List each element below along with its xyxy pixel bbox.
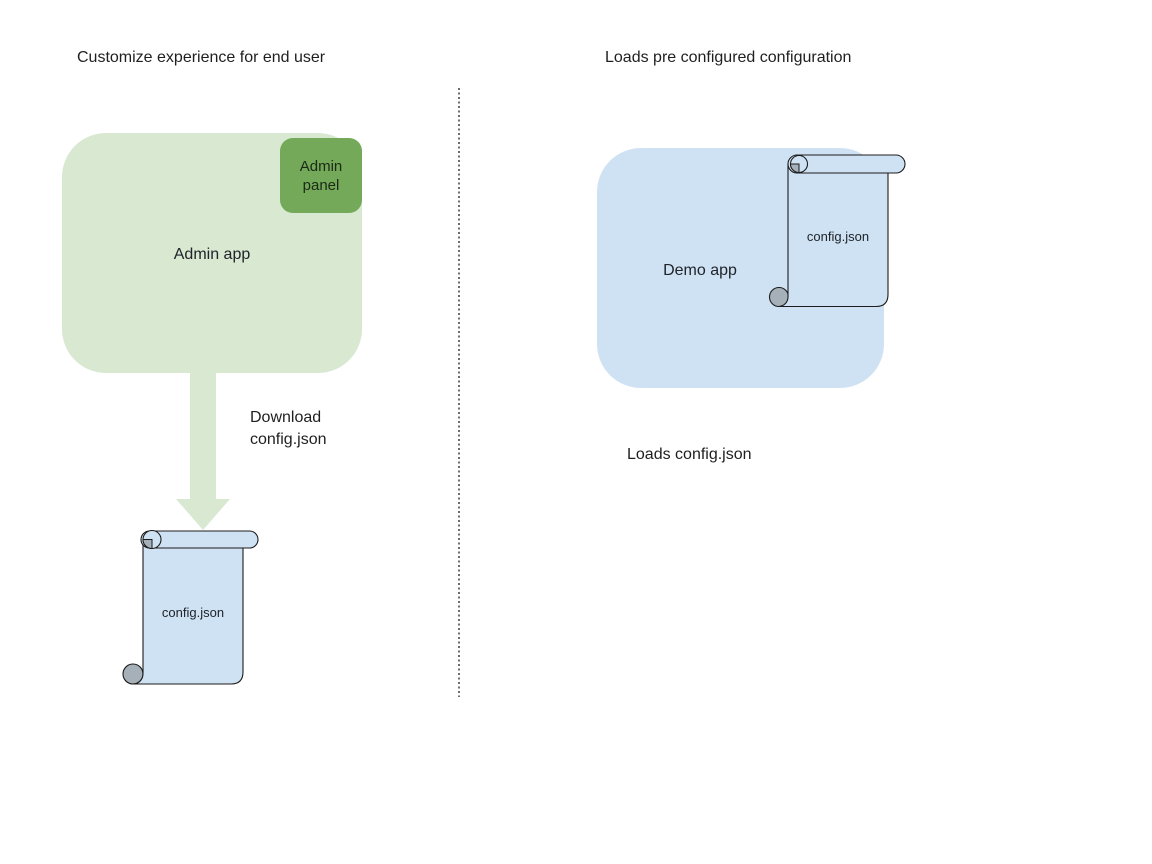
scroll-top-bar <box>140 530 259 549</box>
scroll-top-curl-shading <box>142 539 153 550</box>
scroll-top-curl-shading <box>789 163 800 174</box>
admin-panel-label: Admin panel <box>299 157 343 194</box>
section-divider <box>458 88 460 697</box>
download-caption: Download config.json <box>250 409 327 448</box>
admin-app-label: Admin app <box>173 246 251 263</box>
demo-app-label: Demo app <box>663 262 737 279</box>
config-scroll-icon-left <box>122 529 259 685</box>
config-file-label-left: config.json <box>161 605 225 620</box>
scroll-top-bar <box>787 154 906 174</box>
scroll-body <box>132 539 244 685</box>
admin-panel-badge: Admin panel <box>280 138 362 213</box>
scroll-body <box>778 163 889 308</box>
download-arrow-icon <box>176 373 230 530</box>
loads-caption: Loads config.json <box>627 446 752 463</box>
arrow-shape <box>176 373 230 530</box>
config-scroll-icon-right <box>768 154 906 308</box>
config-file-label-right: config.json <box>806 229 870 244</box>
left-section-title: Customize experience for end user <box>77 49 326 66</box>
right-section-title: Loads pre configured configuration <box>605 49 852 66</box>
